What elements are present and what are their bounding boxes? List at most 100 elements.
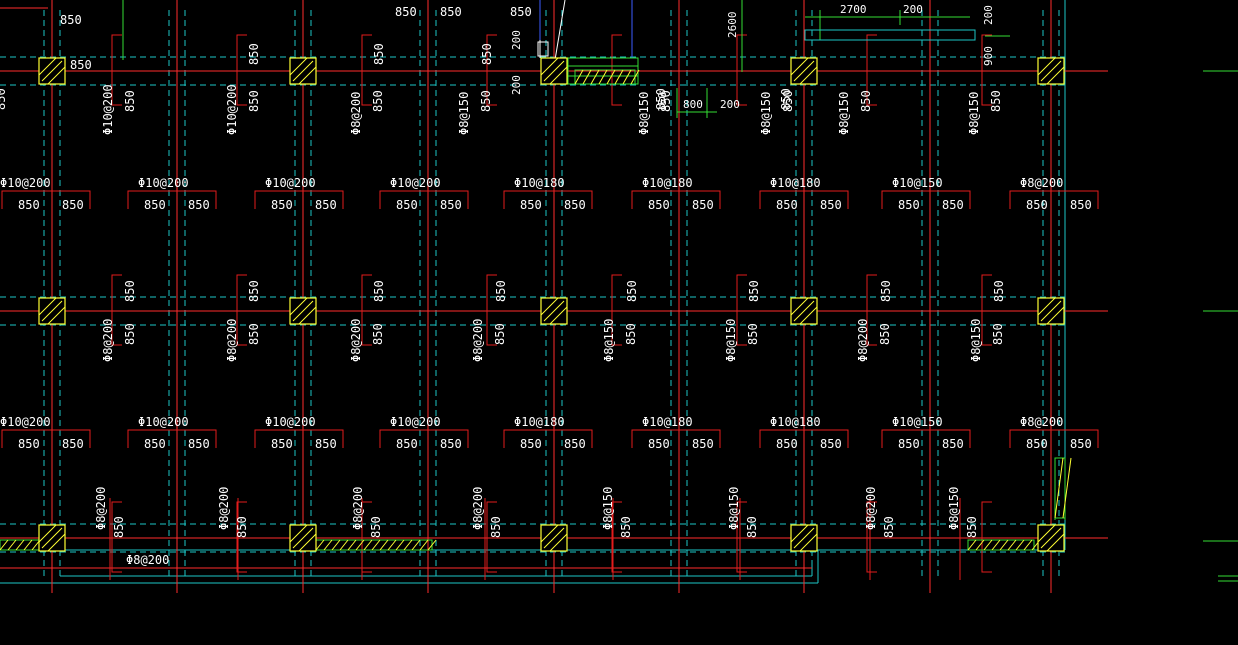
dim-text-2600: 2600: [726, 12, 739, 39]
rebar-bracket-v: [611, 501, 622, 573]
span-dim-850: 850: [18, 437, 40, 451]
hatch-line: [379, 539, 389, 551]
hatch-line: [1062, 457, 1072, 519]
top-vert-label: Φ8@150: [967, 92, 981, 135]
hatch-line: [403, 539, 413, 551]
top-vert-label: Φ10@200: [101, 84, 115, 135]
span-dim-850: 850: [396, 437, 418, 451]
mid-vert-label: Φ8@200: [471, 319, 485, 362]
span-label: Φ10@180: [514, 176, 565, 190]
span-dim-850: 850: [648, 437, 670, 451]
span-dim-850: 850: [271, 198, 293, 212]
rebar-bracket-v: [611, 274, 622, 346]
top-dim-850: 850: [440, 5, 462, 19]
hatch-line: [387, 539, 397, 551]
rebar-bracket-v: [236, 274, 247, 346]
span-dim-850: 850: [520, 198, 542, 212]
rebar-bracket-v: [111, 34, 122, 106]
span-dim-850: 850: [1070, 437, 1092, 451]
top-dim-850: 850: [60, 13, 82, 27]
rebar-bracket-h: [379, 429, 469, 448]
top-vert-850: 850: [989, 90, 1003, 112]
rebar-bracket-h: [379, 190, 469, 209]
rebar-bracket-h: [1, 429, 91, 448]
span-dim-850: 850: [692, 198, 714, 212]
bottom-vert-label: Φ8@200: [94, 487, 108, 530]
hatch-line: [323, 539, 333, 551]
span-label: Φ10@150: [892, 176, 943, 190]
rebar-bracket-v: [981, 274, 992, 346]
column-hatch: [1037, 57, 1056, 76]
column-hatch: [38, 524, 57, 543]
column-hatch: [41, 527, 63, 549]
bottom-vert-850: 850: [882, 516, 896, 538]
hatch-strip: [1054, 457, 1066, 519]
span-dim-850: 850: [564, 437, 586, 451]
column-hatch: [790, 297, 809, 316]
hatch-line: [23, 539, 33, 551]
rebar-bracket-v: [736, 274, 747, 346]
rebar-bracket-h: [127, 190, 217, 209]
stair-post: [537, 41, 549, 57]
column-hatch: [292, 527, 314, 549]
column-hatch: [289, 524, 308, 543]
hatch-line: [0, 539, 9, 551]
rebar-bracket-v: [981, 34, 992, 106]
hatch-line: [999, 539, 1009, 551]
bottom-vert-label: Φ8@200: [351, 487, 365, 530]
mid-vert-850: 850: [247, 323, 261, 345]
column-hatch: [292, 60, 314, 82]
hatch-line: [630, 69, 640, 85]
bottom-vert-label: Φ8@200: [864, 487, 878, 530]
dim-text-2700: 2700: [840, 3, 867, 16]
span-label: Φ10@200: [138, 176, 189, 190]
column-hatch: [289, 57, 308, 76]
mid-vert-label: Φ8@200: [856, 319, 870, 362]
mid-vert-850-upper: 850: [747, 280, 761, 302]
column-hatch: [543, 527, 565, 549]
mid-vert-850: 850: [878, 323, 892, 345]
mid-vert-850-upper: 850: [494, 280, 508, 302]
bottom-vert-850: 850: [965, 516, 979, 538]
mid-vert-850: 850: [991, 323, 1005, 345]
rebar-bracket-v: [486, 274, 497, 346]
rebar-bracket-h: [759, 190, 849, 209]
span-label: Φ10@180: [642, 176, 693, 190]
span-dim-850: 850: [440, 198, 462, 212]
span-dim-850: 850: [820, 198, 842, 212]
span-label: Φ10@200: [390, 415, 441, 429]
top-vert-850: 850: [859, 90, 873, 112]
hatch-line: [1015, 539, 1025, 551]
rebar-marks: [1, 34, 1099, 580]
hatch-line: [347, 539, 357, 551]
column-markers[interactable]: [38, 57, 1065, 552]
span-dim-850: 850: [396, 198, 418, 212]
mid-vert-label: Φ8@200: [101, 319, 115, 362]
hatch-line: [15, 539, 25, 551]
mid-vert-label: Φ8@150: [724, 319, 738, 362]
bottom-vert-850: 850: [745, 516, 759, 538]
span-dim-850: 850: [188, 437, 210, 451]
span-dim-850: 850: [520, 437, 542, 451]
top-dim-850: 850: [395, 5, 417, 19]
span-dim-850: 850: [820, 437, 842, 451]
bottom-vert-label: Φ8@150: [727, 487, 741, 530]
column-hatch: [38, 297, 57, 316]
top-vert-850: 850: [123, 90, 137, 112]
bottom-vert-label: Φ8@200: [471, 487, 485, 530]
hatch-line: [315, 539, 325, 551]
bottom-vert-850: 850: [235, 516, 249, 538]
top-dim-850: 850: [510, 5, 532, 19]
mid-vert-label: Φ8@200: [225, 319, 239, 362]
dim-text-200b: 200: [510, 30, 523, 50]
mid-vert-850: 850: [624, 323, 638, 345]
hatch-line: [1007, 539, 1017, 551]
rebar-bracket-h: [254, 429, 344, 448]
column-hatch: [799, 306, 818, 325]
top-vert-850: 850: [247, 90, 261, 112]
span-label: Φ10@200: [265, 176, 316, 190]
hatch-line: [614, 69, 624, 85]
span-dim-850: 850: [648, 198, 670, 212]
column-hatch: [799, 533, 818, 552]
